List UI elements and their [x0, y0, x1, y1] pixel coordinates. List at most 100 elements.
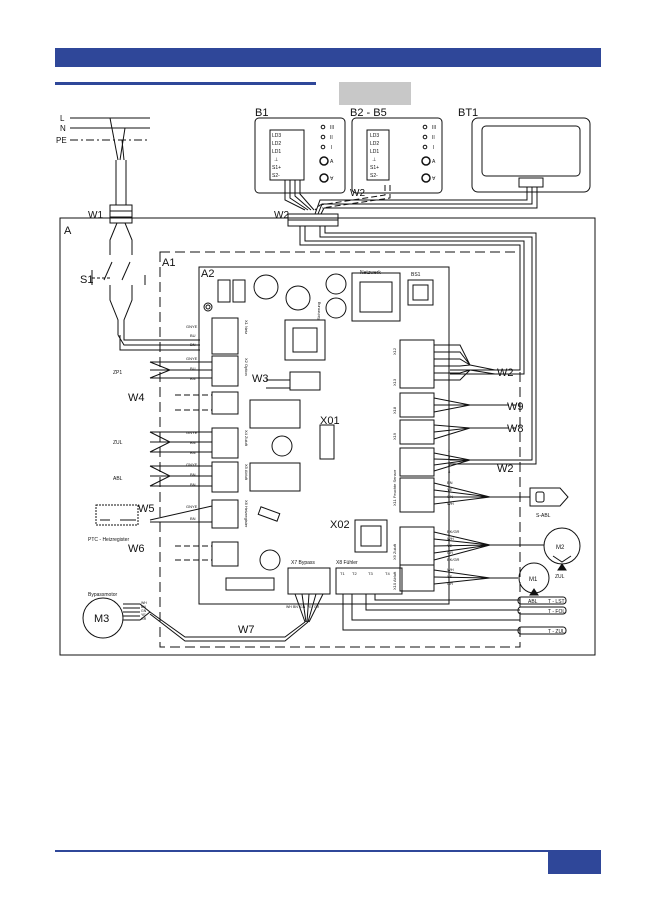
panel-cables	[284, 180, 538, 215]
bypass-bottom-wh: WH	[286, 605, 292, 609]
m1-pin-ye: YE	[447, 574, 453, 579]
footer-line	[55, 850, 601, 852]
b2-mark-ii: II	[432, 135, 435, 141]
bypass-pin-gr: GR	[141, 617, 147, 621]
x1-pin1: GNYE	[186, 324, 198, 329]
right-terminal-blocks	[399, 339, 435, 592]
x5-label: X5 Abluft	[244, 464, 249, 481]
s-abl-sensor	[529, 487, 569, 507]
ptc-heater	[95, 504, 139, 526]
b2-ld2: LD2	[370, 141, 379, 147]
sensor-t-lst: T - LST	[548, 599, 565, 605]
x12-label: X12	[392, 347, 397, 355]
bypass-bottom-bn: BN	[293, 605, 298, 609]
left-feeds	[149, 361, 213, 561]
t3-label: T3	[368, 571, 373, 576]
label-x01: X01	[320, 415, 340, 427]
label-netzwerk: Netzwerk	[360, 270, 381, 276]
s-abl-pin-bn: BN	[447, 480, 453, 485]
wire-label-w2-right2: W2	[497, 463, 514, 475]
label-bt1: BT1	[458, 107, 478, 119]
x9-label: X9 Zuluft	[392, 543, 397, 560]
b1-ld3: LD3	[272, 133, 281, 139]
bypass-pin-wh: WH	[141, 601, 147, 605]
m2-pin-bkgr2: BK/GR	[447, 557, 460, 562]
b2-mark-a: A	[432, 159, 436, 165]
x2-label: X2 Option	[244, 358, 249, 376]
label-m2-zul: ZUL	[555, 574, 565, 580]
label-bs1: BS1	[411, 272, 421, 278]
x5-pin3: BN	[190, 482, 196, 487]
sensor-t-fol: T - FOL	[548, 609, 565, 615]
x2-pin1: GNYE	[186, 356, 198, 361]
b1-s2: S2-	[272, 173, 280, 179]
wire-label-w4: W4	[128, 392, 145, 404]
b1-mark-a: A	[330, 159, 334, 165]
left-terminal-blocks	[211, 317, 239, 567]
b1-mark-v: ∀	[330, 176, 334, 182]
w2-pin-3: 3	[448, 462, 451, 467]
x1-label: X1 Netz	[244, 320, 249, 334]
b2-s2: S2-	[370, 173, 378, 179]
wire-label-w2-top: W2	[350, 188, 365, 199]
left-zp1: ZP1	[113, 370, 122, 376]
bypass-bottom-gn: GN	[300, 605, 306, 609]
section-underline	[55, 82, 316, 85]
label-x02: X02	[330, 519, 350, 531]
b1-gnd: ⊥	[274, 157, 278, 163]
x5-pin2: BN	[190, 472, 196, 477]
b1-ld2: LD2	[272, 141, 281, 147]
header-bar	[55, 48, 601, 67]
s-abl-pin-wh: WH	[447, 501, 454, 506]
x5-pin1: GNYE	[186, 462, 198, 467]
label-b1: B1	[255, 107, 268, 119]
b2-mark-iii: III	[432, 125, 436, 131]
x11-label: X11 Feuchte Sensor	[392, 469, 397, 506]
b2-mark-i: I	[433, 145, 434, 151]
label-m2: M2	[556, 545, 565, 551]
b1-mark-iii: III	[330, 125, 334, 131]
b2-s1: S1+	[370, 165, 379, 171]
s-abl-pin-gn: GN	[447, 494, 453, 499]
x10-label: X10 Abluft	[392, 571, 397, 590]
s-abl-label: S-ABL	[536, 513, 551, 519]
bypass-bottom-ye: YE	[307, 605, 312, 609]
m1-pin-wh: WH	[447, 567, 454, 572]
section-tab	[339, 82, 411, 105]
b1-mark-i: I	[331, 145, 332, 151]
x8-label: X8 Fühler	[336, 560, 358, 566]
right-cables	[433, 344, 544, 585]
b1-mark-ii: II	[330, 135, 333, 141]
gland-w1	[109, 204, 133, 224]
left-abl: ABL	[113, 476, 123, 482]
x1-pin2: BU	[190, 333, 196, 338]
t2-label: T2	[352, 571, 357, 576]
x7-label: X7 Bypass	[291, 560, 315, 566]
bypass-bottom-gr: GR	[314, 605, 320, 609]
label-a: A	[64, 225, 72, 237]
b1-leds	[319, 124, 329, 183]
x18-label: X18	[392, 406, 397, 414]
b2-gnd: ⊥	[372, 157, 376, 163]
bottom-terminals	[287, 567, 520, 631]
m2-pin-bkgr: BK/GR	[447, 529, 460, 534]
mains-to-x1	[117, 334, 200, 351]
x4-label: X4 Zuluft	[244, 430, 249, 447]
x6-pin2: BN	[190, 516, 196, 521]
bypass-pin-ye: YE	[141, 613, 146, 617]
x2-pin2: BU	[190, 366, 196, 371]
mains-l: L	[60, 114, 65, 123]
t4-label: T4	[385, 571, 390, 576]
sensor-t-zul: T - ZUL	[548, 629, 565, 635]
wire-label-w1: W1	[88, 210, 103, 221]
pcb-a2	[198, 266, 450, 605]
label-fuse: Sicherung	[316, 302, 321, 320]
left-zul: ZUL	[113, 440, 123, 446]
label-m3: M3	[94, 613, 109, 625]
switch-s1	[91, 222, 146, 335]
x13-label: X13	[392, 378, 397, 386]
pcb-components	[203, 272, 434, 591]
w3-connector	[266, 371, 321, 391]
b1-s1: S1+	[272, 165, 281, 171]
mains-pe: PE	[56, 136, 67, 145]
